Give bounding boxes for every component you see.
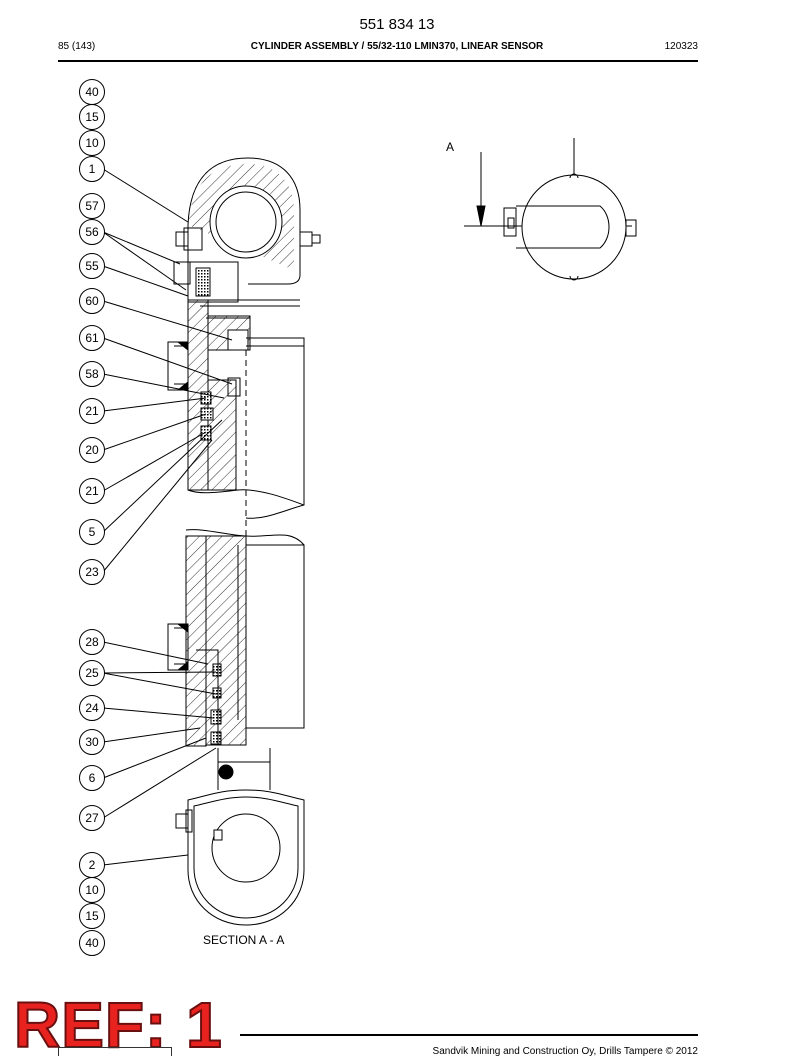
top-clevis	[187, 157, 301, 290]
callout-57: 57	[79, 193, 105, 219]
callout-40b: 40	[79, 930, 105, 956]
callout-10b: 10	[79, 877, 105, 903]
page-number: 85 (143)	[58, 41, 96, 52]
callout-25: 25	[79, 660, 105, 686]
callout-5: 5	[79, 519, 105, 545]
callout-6: 6	[79, 765, 105, 791]
callout-23: 23	[79, 559, 105, 585]
callout-55: 55	[79, 253, 105, 279]
callout-1: 1	[79, 156, 105, 182]
page-title: CYLINDER ASSEMBLY / 55/32-110 LMIN370, L…	[250, 41, 544, 52]
document-number: 551 834 13	[359, 16, 435, 33]
callout-61: 61	[79, 325, 105, 351]
section-view-a	[464, 138, 637, 281]
callout-60: 60	[79, 288, 105, 314]
callout-40: 40	[79, 79, 105, 105]
callout-24: 24	[79, 695, 105, 721]
callout-27: 27	[79, 805, 105, 831]
callout-20: 20	[79, 437, 105, 463]
footer-rule	[240, 1034, 698, 1036]
ref-stamp: REF: 1	[13, 989, 223, 1061]
footer-copyright: Sandvik Mining and Construction Oy, Dril…	[432, 1046, 698, 1057]
callout-28: 28	[79, 629, 105, 655]
callout-10: 10	[79, 130, 105, 156]
view-label-a: A	[446, 140, 455, 154]
revision-code: 120323	[664, 41, 698, 52]
callout-30: 30	[79, 729, 105, 755]
callout-15b: 15	[79, 903, 105, 929]
callout-58: 58	[79, 361, 105, 387]
callout-21: 21	[79, 398, 105, 424]
callout-15: 15	[79, 104, 105, 130]
callout-56: 56	[79, 219, 105, 245]
header-rule	[58, 60, 698, 62]
callout-21b: 21	[79, 478, 105, 504]
section-label: SECTION A - A	[203, 933, 285, 947]
company-logo	[58, 1047, 172, 1056]
callout-2: 2	[79, 852, 105, 878]
